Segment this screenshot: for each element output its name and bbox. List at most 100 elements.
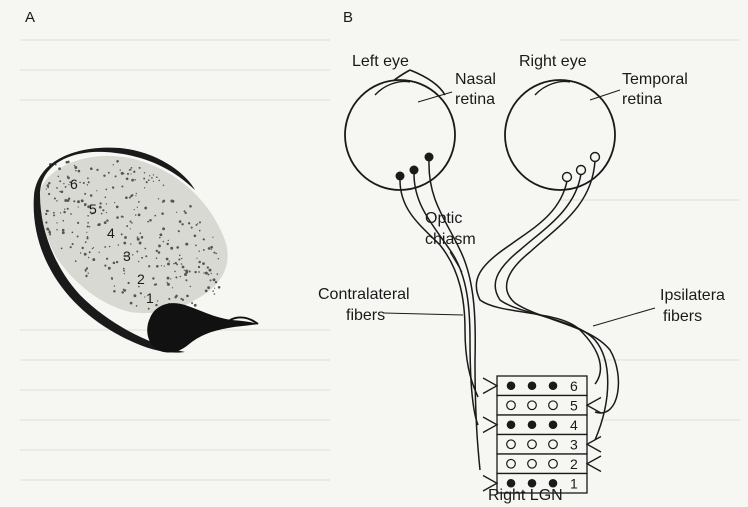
stipple-dot: [48, 210, 49, 211]
stipple-dot: [210, 249, 211, 250]
layer-5-label: 5: [89, 201, 97, 217]
stipple-dot: [198, 266, 200, 268]
stipple-dot: [185, 243, 188, 246]
stipple-dot: [207, 266, 209, 268]
stipple-dot: [113, 262, 116, 265]
stipple-dot: [86, 267, 88, 269]
stipple-dot: [123, 289, 125, 291]
stipple-dot: [63, 220, 65, 222]
stipple-dot: [123, 268, 125, 270]
stipple-dot: [131, 179, 134, 182]
contralateral-label-line1: Contralateral: [318, 286, 410, 303]
stipple-dot: [145, 255, 147, 257]
stipple-dot: [87, 222, 89, 224]
stipple-dot: [79, 182, 81, 184]
lgn-layer-number: 1: [570, 475, 578, 491]
filled-cell-marker: [549, 420, 558, 429]
stipple-dot: [136, 193, 137, 194]
stipple-dot: [123, 216, 124, 217]
stipple-dot: [194, 304, 197, 307]
stipple-dot: [166, 282, 167, 283]
hilum: [147, 303, 258, 352]
stipple-dot: [152, 277, 154, 279]
lgn-layer-number: 5: [570, 397, 578, 413]
stipple-dot: [131, 167, 133, 169]
stipple-dot: [53, 212, 55, 214]
open-cell-marker: [528, 440, 537, 449]
stipple-dot: [203, 249, 205, 251]
stipple-dot: [136, 305, 138, 307]
stipple-dot: [121, 233, 123, 235]
stipple-dot: [58, 167, 61, 170]
stipple-dot: [188, 222, 190, 224]
stipple-dot: [104, 246, 106, 248]
open-cell-marker: [528, 459, 537, 468]
stipple-dot: [88, 257, 90, 259]
stipple-dot: [144, 248, 146, 250]
stipple-dot: [127, 282, 129, 284]
stipple-dot: [116, 160, 119, 163]
stipple-dot: [170, 247, 173, 250]
layer-2-label: 2: [137, 271, 145, 287]
stipple-dot: [48, 182, 50, 184]
stipple-dot: [89, 251, 91, 253]
stipple-dot: [218, 258, 219, 259]
stipple-dot: [96, 190, 97, 191]
stipple-dot: [108, 172, 110, 174]
stipple-dot: [179, 220, 182, 223]
layer-1-label: 1: [146, 290, 154, 306]
stipple-dot: [87, 236, 89, 238]
stipple-dot: [209, 269, 212, 272]
stipple-dot: [84, 204, 86, 206]
layer-6-label: 6: [70, 176, 78, 192]
stipple-dot: [194, 234, 197, 237]
stipple-dot: [46, 188, 47, 189]
stipple-dot: [191, 227, 193, 229]
stipple-dot: [74, 165, 75, 166]
stipple-dot: [77, 236, 79, 238]
stipple-dot: [217, 273, 219, 275]
stipple-dot: [45, 221, 47, 223]
stipple-dot: [113, 164, 114, 165]
stipple-dot: [169, 260, 170, 261]
stipple-dot: [211, 273, 212, 274]
stipple-dot: [205, 272, 208, 275]
stipple-dot: [106, 258, 108, 260]
stipple-dot: [102, 209, 104, 211]
nasal-retina-label-line2: retina: [455, 91, 495, 108]
stipple-dot: [197, 223, 198, 224]
stipple-dot: [180, 276, 181, 277]
stipple-dot: [174, 271, 176, 273]
open-cell-marker: [507, 401, 516, 410]
stipple-dot: [141, 257, 143, 259]
stipple-dot: [121, 216, 123, 218]
stipple-dot: [130, 243, 131, 244]
stipple-dot: [65, 161, 68, 164]
stipple-dot: [166, 258, 169, 261]
stipple-dot: [64, 199, 67, 202]
stipple-dot: [85, 275, 87, 277]
stipple-dot: [156, 257, 158, 259]
stipple-dot: [83, 182, 85, 184]
stipple-dot: [123, 270, 125, 272]
ipsilateral-label-line1: Ipsilatera: [660, 287, 725, 304]
stipple-dot: [87, 177, 89, 179]
lgn-layer-5: 5: [497, 396, 601, 416]
stipple-dot: [213, 278, 216, 281]
stipple-dot: [126, 177, 129, 180]
layer-3-label: 3: [123, 248, 131, 264]
stipple-dot: [106, 219, 108, 221]
stipple-dot: [88, 273, 89, 274]
stipple-dot: [137, 238, 140, 241]
stipple-dot: [53, 214, 55, 216]
stipple-dot: [135, 195, 136, 196]
stipple-dot: [131, 222, 133, 224]
stipple-dot: [84, 253, 87, 256]
stipple-dot: [214, 293, 216, 295]
stipple-dot: [143, 178, 145, 180]
stipple-dot: [153, 181, 154, 182]
stipple-dot: [185, 269, 188, 272]
stipple-dot: [130, 173, 131, 174]
stipple-dot: [158, 180, 160, 182]
